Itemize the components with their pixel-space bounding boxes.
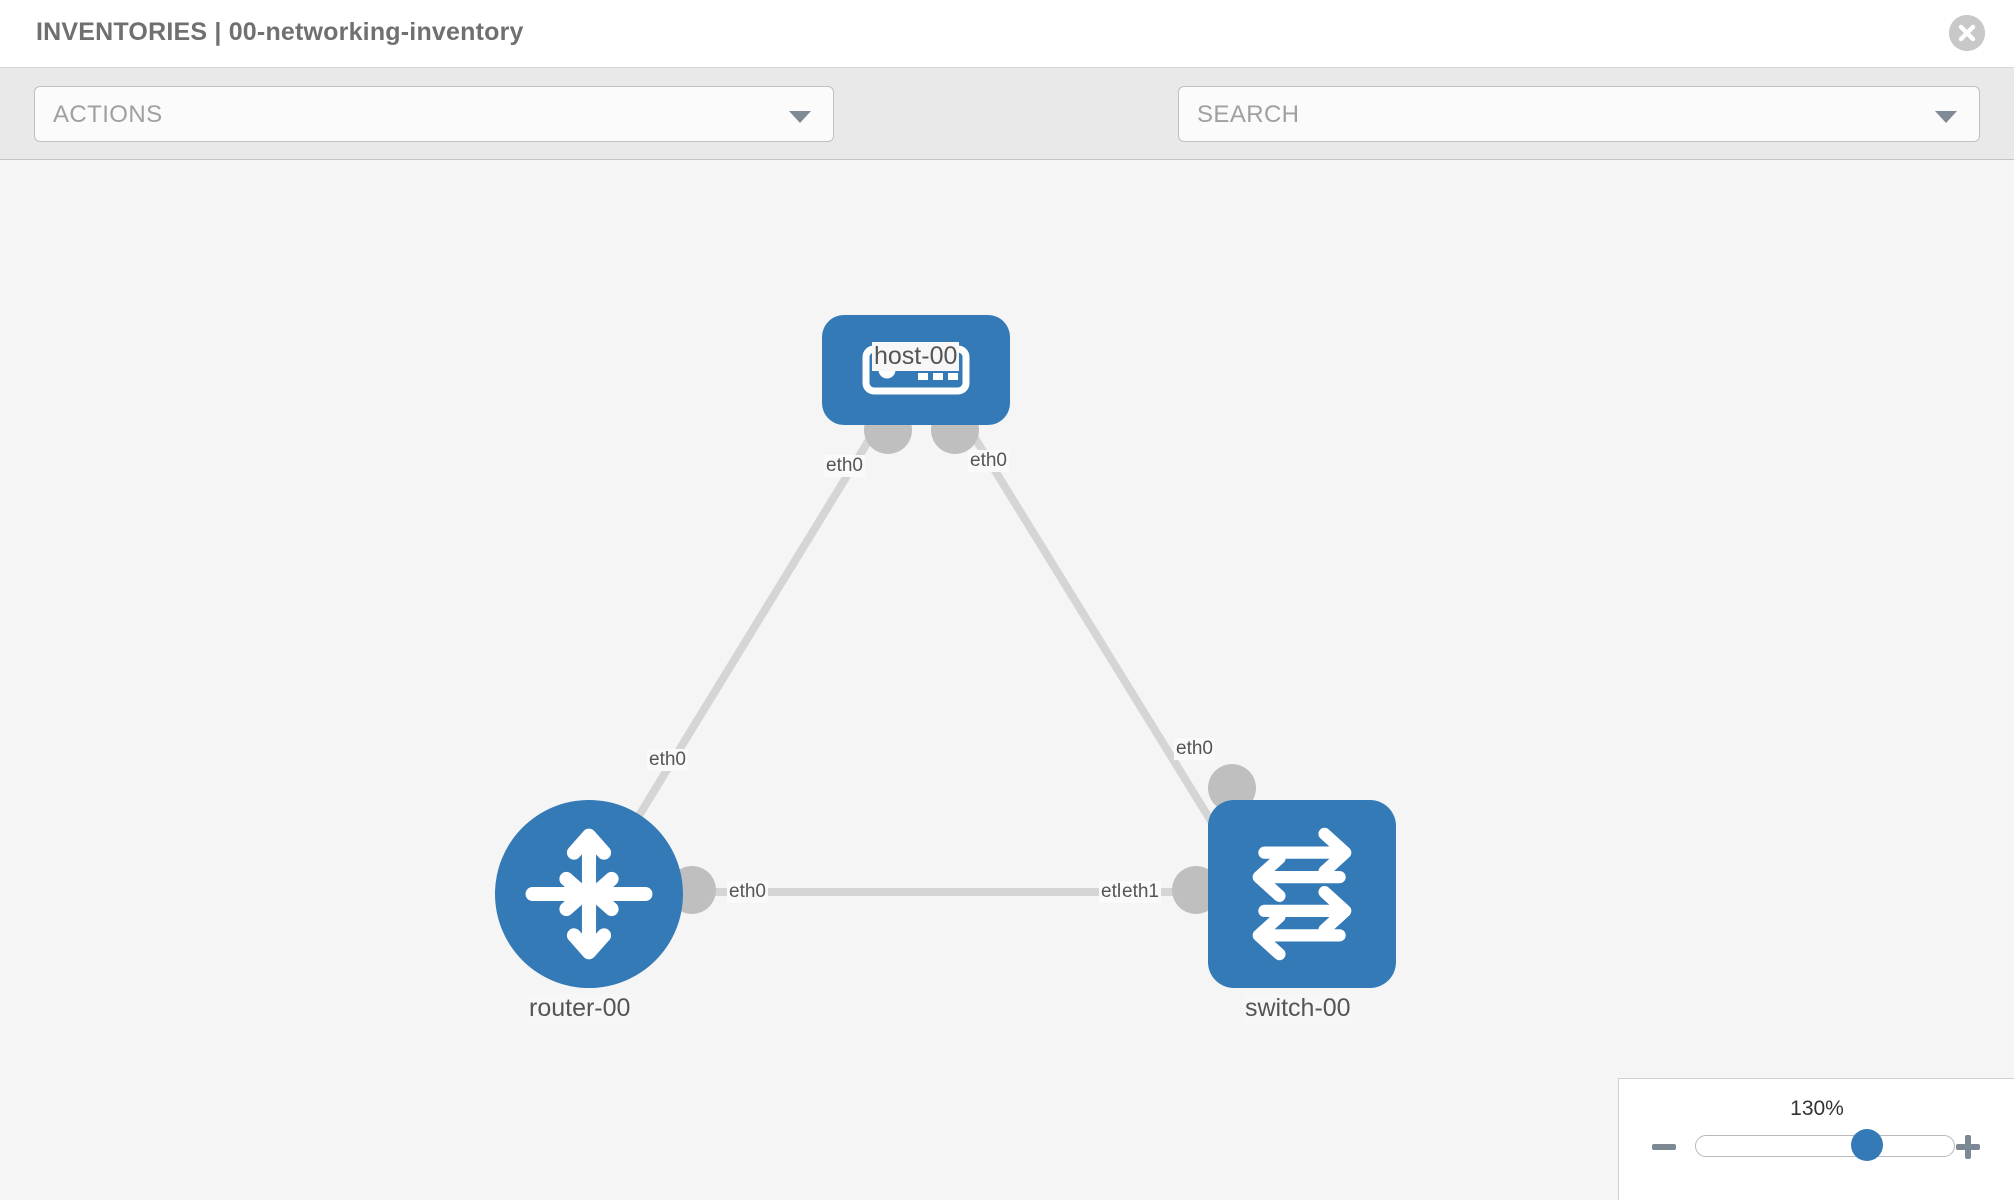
edge-label-router-up: eth0 xyxy=(647,749,688,771)
node-switch-00[interactable] xyxy=(1208,800,1396,988)
chevron-down-icon xyxy=(1935,111,1957,123)
edge-label-switch-up: eth0 xyxy=(1174,738,1215,760)
router-arrows-icon xyxy=(525,828,653,960)
zoom-slider-track[interactable] xyxy=(1695,1135,1955,1157)
zoom-level-value: 130% xyxy=(1790,1097,1844,1120)
link-host-router[interactable] xyxy=(598,419,884,879)
page-header: INVENTORIES | 00-networking-inventory xyxy=(0,0,2014,68)
zoom-out-button[interactable] xyxy=(1649,1132,1679,1162)
actions-dropdown-label: ACTIONS xyxy=(53,101,163,128)
edge-label-host-left: eth0 xyxy=(824,455,865,477)
node-switch-00-shape xyxy=(1208,800,1396,988)
topology-canvas[interactable]: host-00 router-00 xyxy=(0,160,2014,1200)
zoom-control-panel: 130% xyxy=(1618,1078,2014,1200)
minus-icon xyxy=(1652,1144,1676,1150)
switch-arrows-icon xyxy=(1252,827,1352,961)
edge-label-switch-left: eth1 xyxy=(1120,881,1161,903)
page-title: INVENTORIES | 00-networking-inventory xyxy=(36,18,524,46)
link-host-switch[interactable] xyxy=(961,419,1239,863)
zoom-slider-thumb[interactable] xyxy=(1851,1129,1883,1161)
node-switch-00-label: switch-00 xyxy=(1243,994,1353,1023)
edge-label-host-right: eth0 xyxy=(968,450,1009,472)
chevron-down-icon xyxy=(789,111,811,123)
toolbar: ACTIONS SEARCH xyxy=(0,68,2014,200)
actions-dropdown[interactable]: ACTIONS xyxy=(34,86,834,142)
close-button[interactable] xyxy=(1949,15,1985,51)
node-host-00-label: host-00 xyxy=(872,342,960,371)
node-router-00-label: router-00 xyxy=(527,994,633,1023)
plus-icon xyxy=(1956,1135,1980,1159)
close-icon xyxy=(1949,15,1985,51)
search-dropdown[interactable]: SEARCH xyxy=(1178,86,1980,142)
zoom-in-button[interactable] xyxy=(1953,1132,1983,1162)
search-input[interactable]: SEARCH xyxy=(1197,101,1300,128)
edge-label-router-right: eth0 xyxy=(727,881,768,903)
node-router-00[interactable] xyxy=(495,800,683,988)
